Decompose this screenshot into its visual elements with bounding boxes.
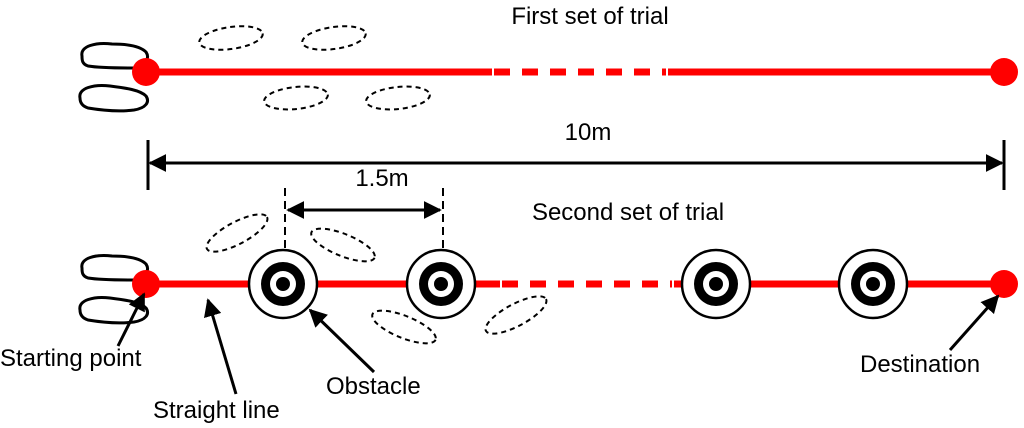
starting-point-label: Starting point [0,345,142,372]
obstacle-target-icon [405,248,477,320]
start-point-marker [132,58,160,86]
footprint-icon [198,25,431,111]
starting-point-arrow [116,292,146,347]
obstacle-spacing-label: 1.5m [355,165,408,192]
destination-marker [990,58,1018,86]
annotation-arrows [116,292,1000,395]
first-trial-label: First set of trial [511,3,668,30]
feet-icon [78,254,149,325]
destination-arrow [948,294,1000,351]
obstacle-arrow [308,308,376,374]
total-distance-label: 10m [565,119,612,146]
obstacle-spacing-dimension [284,188,444,262]
obstacle-label: Obstacle [326,373,421,400]
second-trial-label: Second set of trial [532,199,724,226]
obstacle-target-icon [837,248,909,320]
straight-line-label: Straight line [153,397,280,424]
footprint-icon [205,213,548,345]
total-distance-dimension [146,140,1006,190]
destination-marker [990,270,1018,298]
straight-line-arrow [203,298,238,395]
first-trial-path [132,58,1018,86]
start-point-marker [132,270,160,298]
destination-label: Destination [860,351,980,378]
obstacle-target-icon [680,248,752,320]
obstacle-target-icon [247,248,319,320]
